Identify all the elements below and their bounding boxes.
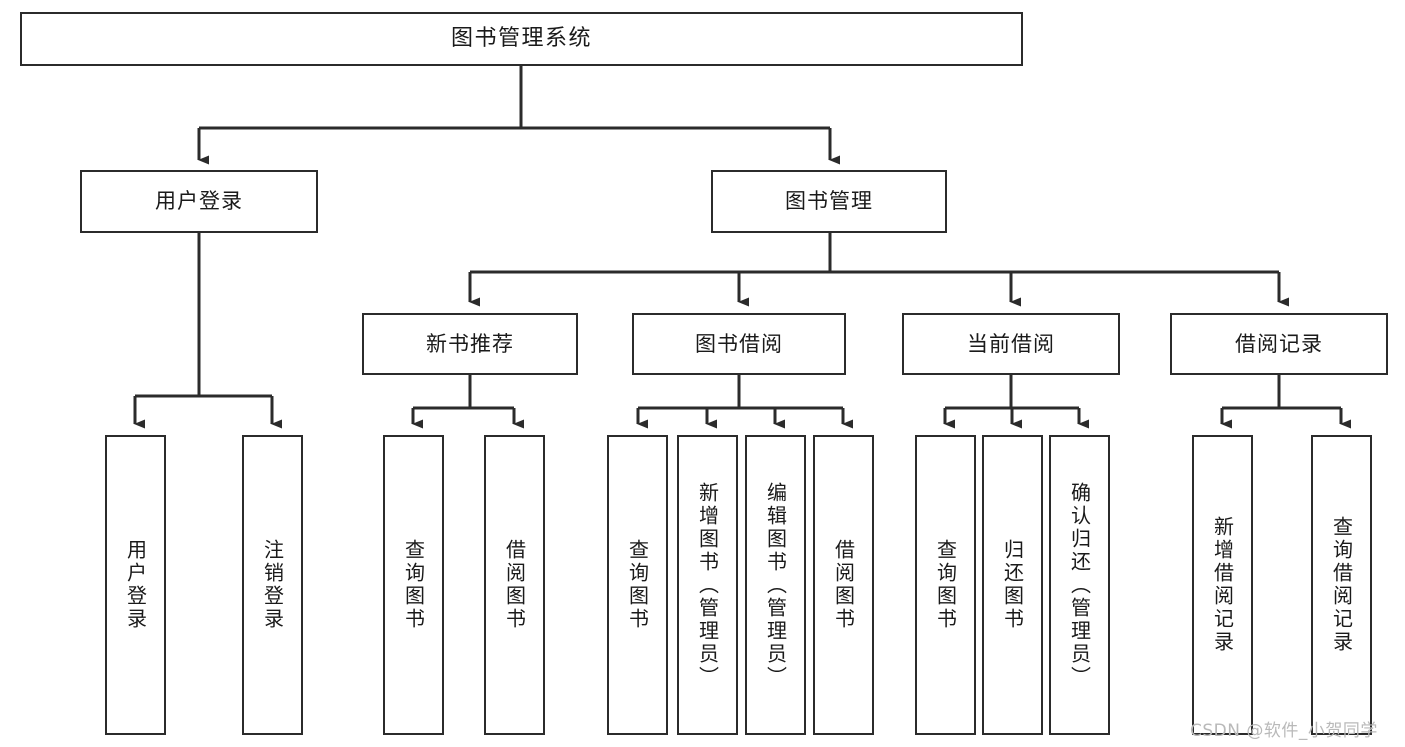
leaf-borrow-add-book-admin[interactable]: 新增图书（管理员） — [677, 435, 738, 735]
node-label: 新增图书（管理员） — [695, 481, 720, 689]
node-label: 查询图书 — [401, 539, 426, 631]
node-label: 编辑图书（管理员） — [763, 481, 788, 689]
watermark-text: CSDN @软件_小贺同学 — [1190, 721, 1378, 741]
node-label: 查询图书 — [625, 539, 650, 631]
node-label: 用户登录 — [123, 539, 148, 631]
node-label: 借阅记录 — [1235, 331, 1323, 356]
leaf-recommend-borrow-book[interactable]: 借阅图书 — [484, 435, 545, 735]
leaf-borrow-borrow-book[interactable]: 借阅图书 — [813, 435, 874, 735]
node-label: 新增借阅记录 — [1210, 516, 1235, 654]
node-label: 借阅图书 — [831, 539, 856, 631]
leaf-recommend-query-book[interactable]: 查询图书 — [383, 435, 444, 735]
leaf-borrow-edit-book-admin[interactable]: 编辑图书（管理员） — [745, 435, 806, 735]
node-label: 借阅图书 — [502, 539, 527, 631]
node-label: 当前借阅 — [967, 331, 1055, 356]
node-label: 查询图书 — [933, 539, 958, 631]
node-label: 图书管理 — [785, 189, 873, 214]
leaf-user-login[interactable]: 用户登录 — [105, 435, 166, 735]
node-label: 用户登录 — [155, 189, 243, 214]
node-current-borrow[interactable]: 当前借阅 — [902, 313, 1120, 375]
node-user-login[interactable]: 用户登录 — [80, 170, 318, 233]
node-new-book-recommend[interactable]: 新书推荐 — [362, 313, 578, 375]
leaf-user-logout[interactable]: 注销登录 — [242, 435, 303, 735]
node-label: 新书推荐 — [426, 331, 514, 356]
node-borrow-record[interactable]: 借阅记录 — [1170, 313, 1388, 375]
node-label: 确认归还（管理员） — [1067, 481, 1092, 689]
node-label: 归还图书 — [1000, 539, 1025, 631]
node-root-system[interactable]: 图书管理系统 — [20, 12, 1023, 66]
node-label: 注销登录 — [260, 539, 285, 631]
node-label: 查询借阅记录 — [1329, 516, 1354, 654]
leaf-current-confirm-return-admin[interactable]: 确认归还（管理员） — [1049, 435, 1110, 735]
node-label: 图书借阅 — [695, 331, 783, 356]
leaf-record-query-borrow-record[interactable]: 查询借阅记录 — [1311, 435, 1372, 735]
node-book-borrow[interactable]: 图书借阅 — [632, 313, 846, 375]
node-book-management[interactable]: 图书管理 — [711, 170, 947, 233]
node-label: 图书管理系统 — [450, 26, 592, 52]
leaf-current-return-book[interactable]: 归还图书 — [982, 435, 1043, 735]
leaf-borrow-query-book[interactable]: 查询图书 — [607, 435, 668, 735]
leaf-record-add-borrow-record[interactable]: 新增借阅记录 — [1192, 435, 1253, 735]
leaf-current-query-book[interactable]: 查询图书 — [915, 435, 976, 735]
